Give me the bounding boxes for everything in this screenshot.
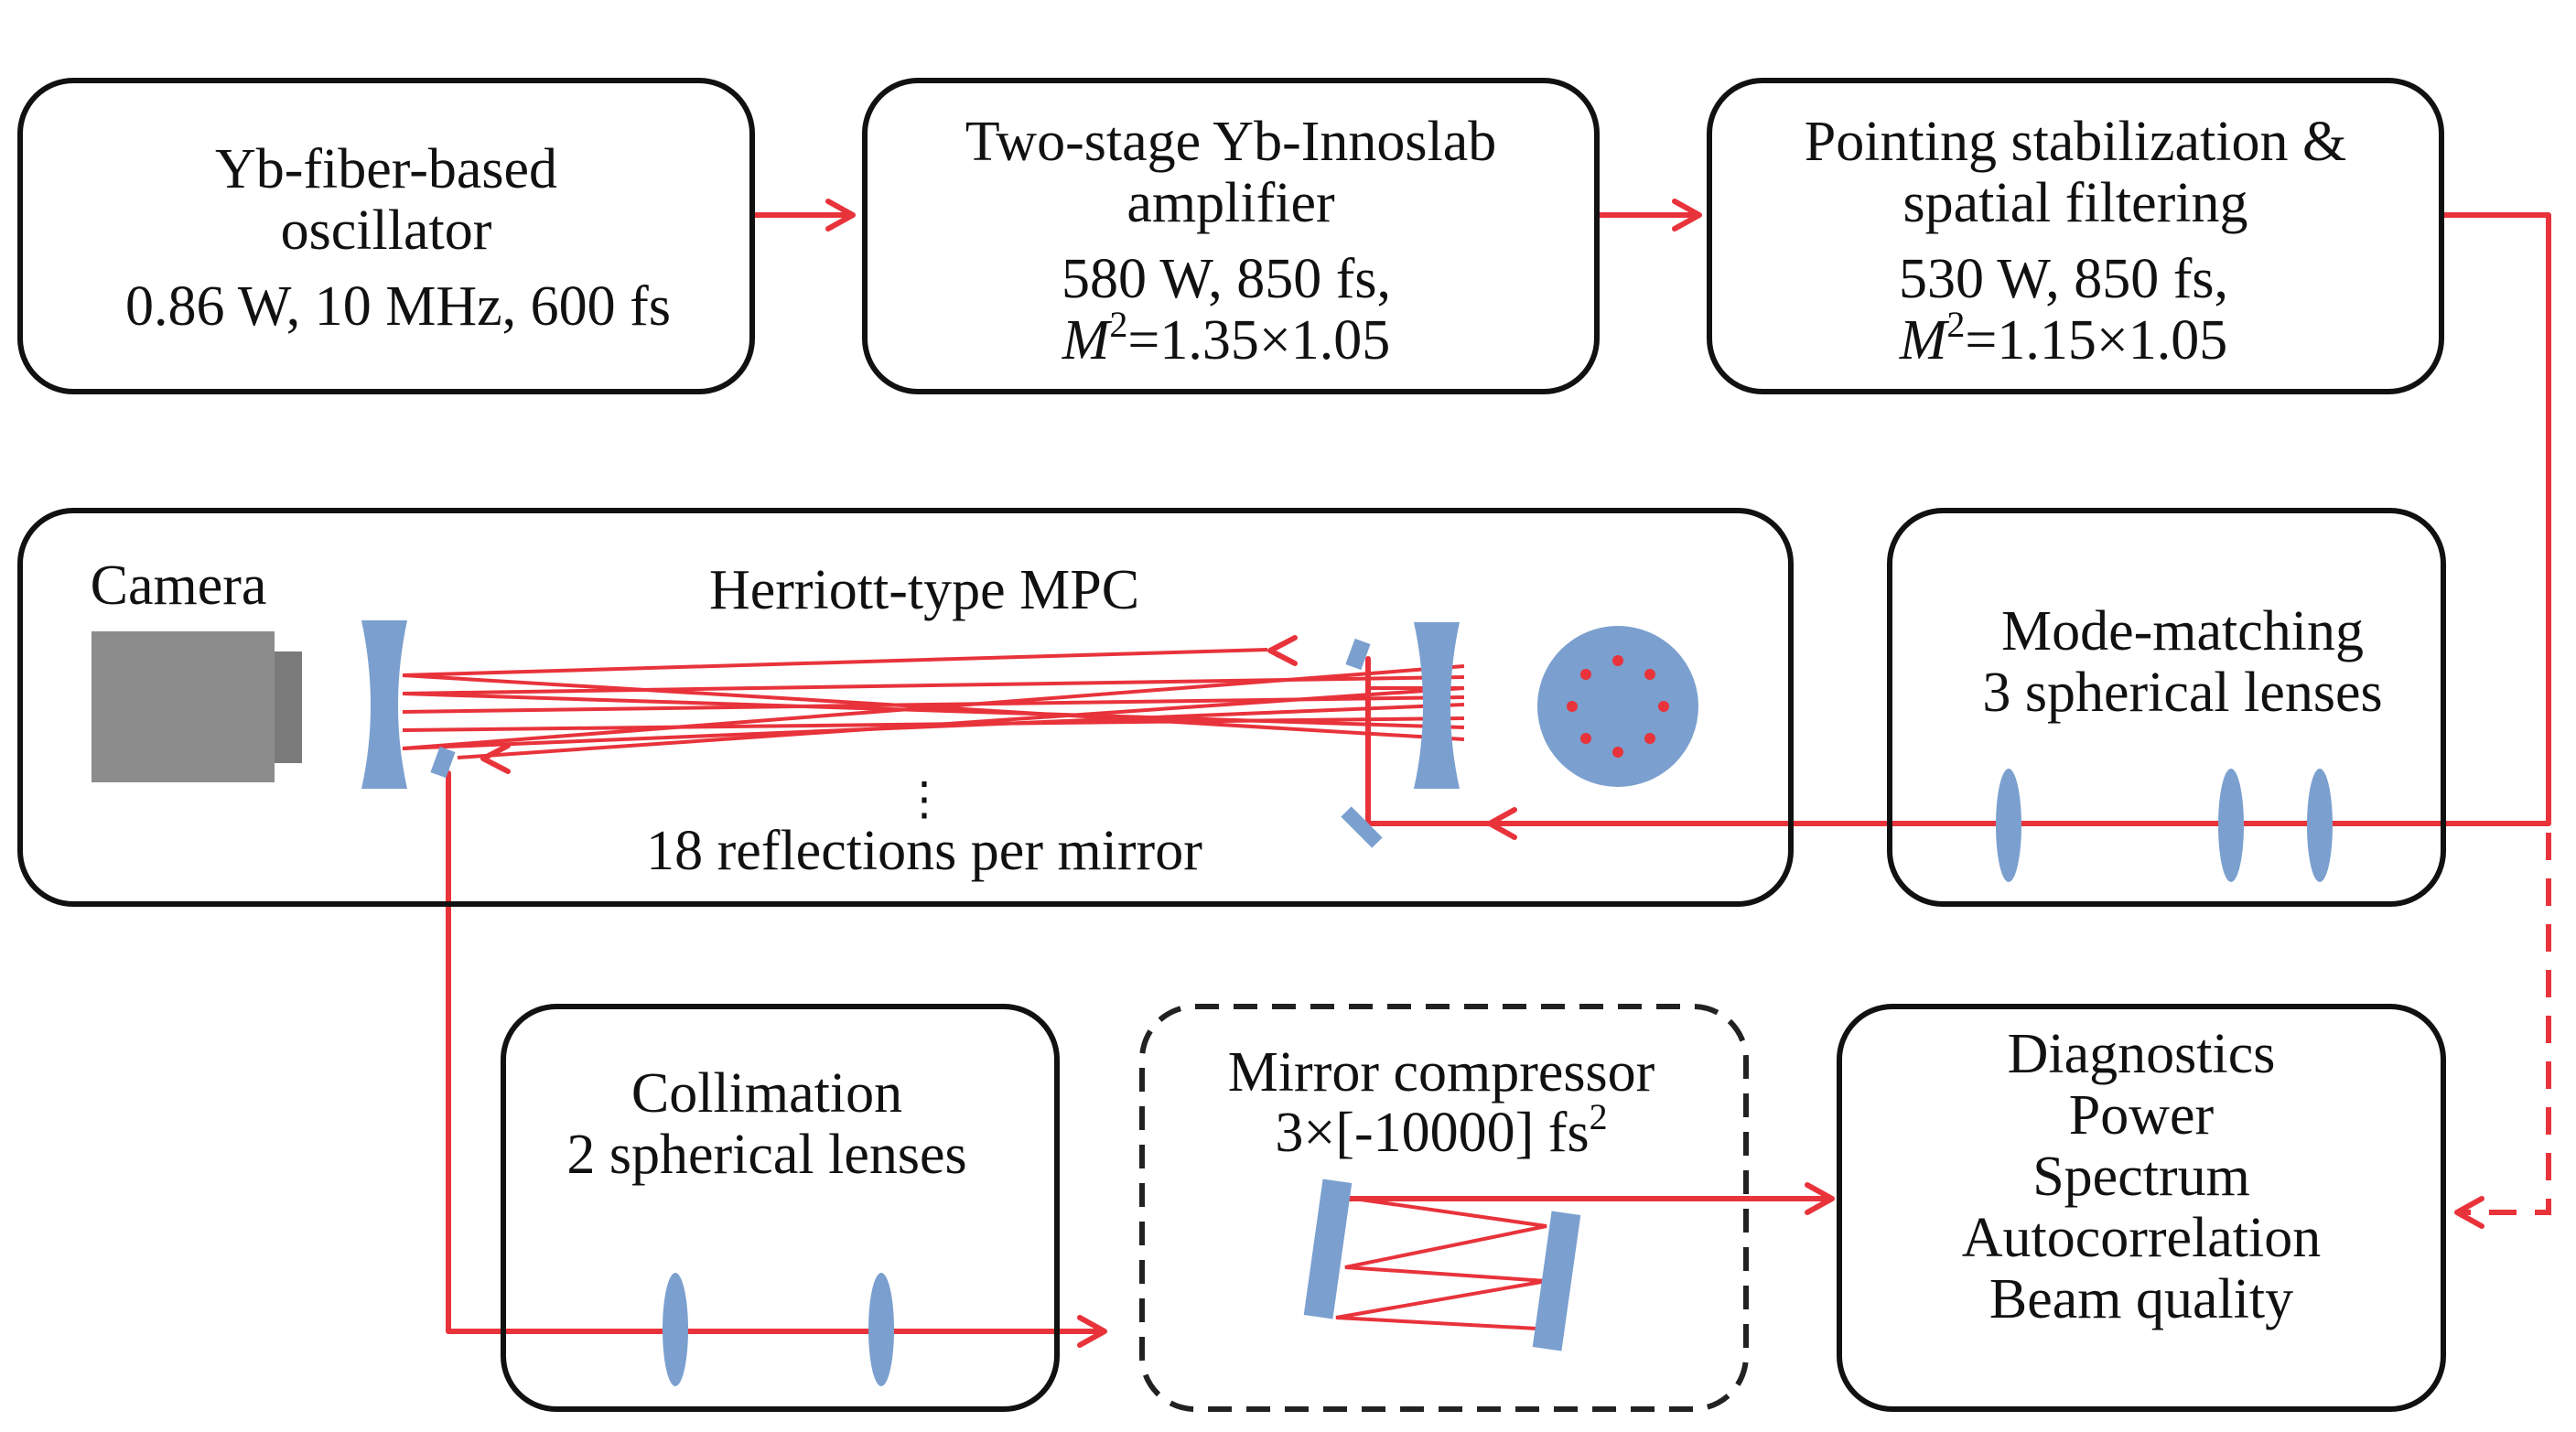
pointing-specs: 530 W, 850 fs, — [1899, 248, 2228, 310]
amplifier-specs: 580 W, 850 fs, — [1062, 248, 1391, 310]
camera-body — [92, 631, 275, 782]
oscillator-title-2: oscillator — [281, 199, 492, 262]
beam-leak-to-diagnostics — [2462, 833, 2551, 1215]
arrowhead-compressor-in — [1077, 1315, 1107, 1348]
amplifier-title-2: amplifier — [1126, 172, 1335, 234]
compressor-box: Mirror compressor 3×[-10000] fs2 — [1139, 1004, 1749, 1412]
chirped-mirror-2 — [1532, 1211, 1581, 1351]
beam-pointing-to-mpc — [1365, 212, 2551, 826]
mpc-input-pickoff — [1345, 638, 1371, 671]
collimation-title-1: Collimation — [631, 1062, 902, 1125]
reflections-dots: ⋮ — [901, 773, 947, 824]
spot-dots — [1567, 655, 1669, 758]
diagnostics-box: Diagnostics Power Spectrum Autocorrelati… — [1837, 1004, 2446, 1412]
chirped-mirror-1 — [1303, 1179, 1353, 1319]
mpc-left-mirror — [361, 620, 407, 789]
mpc-title: Herriott-type MPC — [709, 559, 1139, 621]
mode-matching-title-2: 3 spherical lenses — [1982, 662, 2382, 724]
arrowhead-into-mpc — [1487, 807, 1517, 840]
collimation-lens-1 — [663, 1273, 688, 1386]
amplifier-box: Two-stage Yb-Innoslab amplifier 580 W, 8… — [862, 78, 1600, 394]
collimation-title-2: 2 spherical lenses — [566, 1124, 966, 1186]
compressor-title: Mirror compressor — [1228, 1041, 1655, 1104]
mode-matching-lens-2 — [2218, 769, 2244, 882]
diagnostics-item-spectrum: Spectrum — [2032, 1146, 2250, 1208]
pointing-box: Pointing stabilization & spatial filteri… — [1707, 78, 2444, 394]
diagnostics-item-power: Power — [2069, 1084, 2215, 1147]
diagnostics-item-autocorrelation: Autocorrelation — [1962, 1207, 2322, 1269]
compressor-zigzag — [1335, 1197, 1547, 1330]
reflections-label: 18 reflections per mirror — [646, 820, 1202, 882]
arrowhead-amplifier — [825, 199, 856, 231]
collimation-box: Collimation 2 spherical lenses — [501, 1004, 1060, 1412]
camera-lens — [275, 651, 302, 763]
pointing-title-1: Pointing stabilization & — [1805, 111, 2346, 173]
mode-matching-box: Mode-matching 3 spherical lenses — [1887, 508, 2446, 907]
arrowhead-diagnostics — [1805, 1182, 1835, 1215]
mode-matching-lens-3 — [2307, 769, 2333, 882]
mpc-injection-mirror — [1341, 806, 1383, 848]
collimation-lens-2 — [868, 1273, 894, 1386]
diagnostics-item-beam-quality: Beam quality — [1989, 1268, 2293, 1330]
amplifier-m2: M2=1.35×1.05 — [1062, 304, 1391, 371]
mpc-right-mirror — [1414, 622, 1460, 789]
oscillator-box: Yb-fiber-based oscillator 0.86 W, 10 MHz… — [17, 78, 755, 394]
arrowhead-pointing — [1672, 199, 1702, 231]
mode-matching-title-1: Mode-matching — [2001, 600, 2364, 662]
mode-matching-lens-1 — [1996, 769, 2021, 882]
oscillator-title-1: Yb-fiber-based — [215, 138, 557, 200]
compressor-gdd: 3×[-10000] fs2 — [1275, 1096, 1607, 1164]
arrowhead-diagnostics-dashed — [2454, 1196, 2484, 1229]
mpc-box: Camera Herriott-type MPC — [17, 508, 1794, 907]
oscillator-specs: 0.86 W, 10 MHz, 600 fs — [125, 275, 671, 338]
pointing-m2: M2=1.15×1.05 — [1899, 304, 2228, 371]
mirror-spot-pattern — [1537, 626, 1698, 787]
mpc-output-pickoff — [430, 746, 456, 779]
amplifier-title-1: Two-stage Yb-Innoslab — [965, 111, 1497, 173]
arrowhead-mpc-top — [1267, 635, 1298, 666]
arrowhead-mpc-bottom — [480, 743, 511, 774]
camera-label: Camera — [91, 554, 267, 617]
pointing-title-2: spatial filtering — [1902, 172, 2247, 234]
diagnostics-title: Diagnostics — [2008, 1023, 2276, 1085]
mpc-internal-beams — [402, 635, 1465, 774]
